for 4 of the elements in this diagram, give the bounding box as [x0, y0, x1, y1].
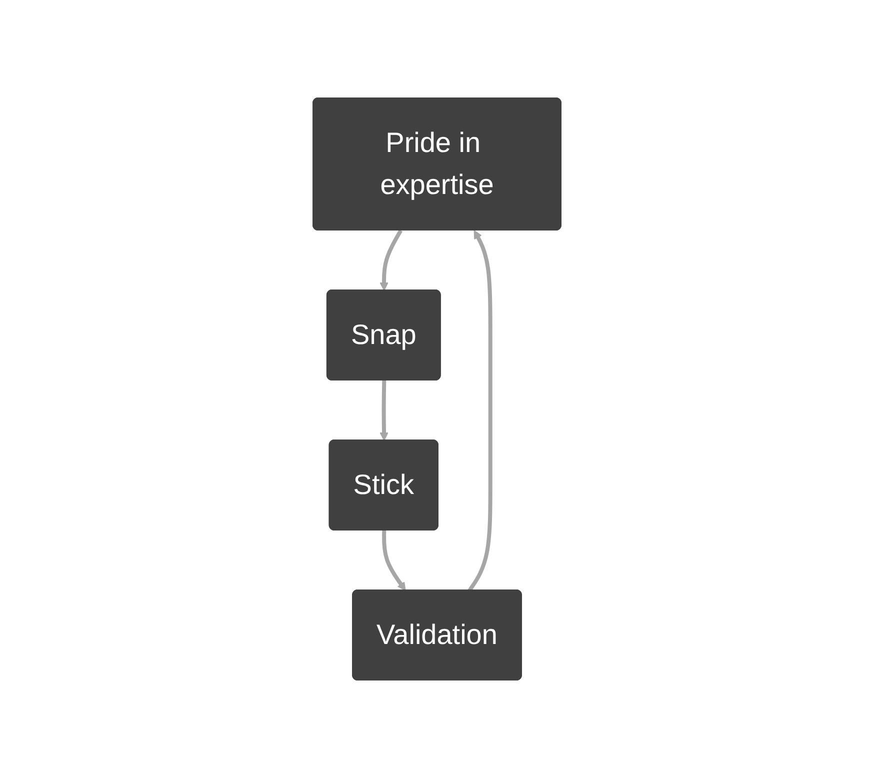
arrow — [382, 530, 406, 590]
arrow — [380, 229, 403, 290]
arrow — [468, 230, 492, 592]
arrow — [380, 380, 388, 440]
